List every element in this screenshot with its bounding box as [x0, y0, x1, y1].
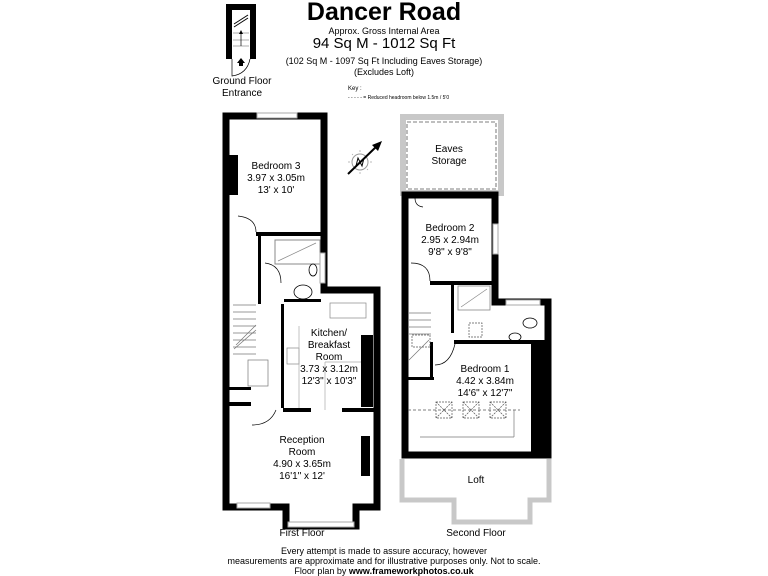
room-dimensions-imperial: 9'8" x 9'8": [428, 247, 472, 258]
room-dimensions-imperial: 16'1" x 12': [279, 471, 325, 482]
room-name-line2: Breakfast: [307, 340, 351, 351]
credit-line: Floor plan by www.frameworkphotos.co.uk: [0, 566, 768, 576]
second-floor-label: Second Floor: [446, 528, 506, 539]
room-label-bedroom-1: Bedroom 1 4.42 x 3.84m 14'6" x 12'7": [440, 364, 530, 400]
room-label-eaves-storage: Eaves Storage: [409, 144, 489, 168]
room-name-line2: Room: [288, 447, 316, 458]
room-label-bedroom-3: Bedroom 3 3.97 x 3.05m 13' x 10': [236, 161, 316, 197]
room-name: Bedroom 1: [460, 364, 510, 375]
room-dimensions-metric: 4.42 x 3.84m: [456, 376, 514, 387]
disclaimer-line1: Every attempt is made to assure accuracy…: [281, 546, 487, 556]
room-dimensions-imperial: 14'6" x 12'7": [457, 388, 513, 399]
first-floor-label: First Floor: [279, 528, 325, 539]
credit-prefix: Floor plan by: [294, 566, 349, 576]
room-dimensions-metric: 3.73 x 3.12m: [300, 364, 358, 375]
ground-floor-entrance-plan: [226, 4, 256, 77]
area-subtitle: Approx. Gross Internal Area: [328, 26, 440, 36]
area-value: 94 Sq M - 1012 Sq Ft: [312, 35, 456, 52]
ground-floor-label-line1: Ground Floor: [212, 76, 272, 87]
page-title: Dancer Road: [306, 0, 462, 26]
north-compass-icon: [347, 141, 382, 175]
room-label-loft: Loft: [467, 475, 485, 486]
room-name: Bedroom 3: [251, 161, 301, 172]
room-name-line1: Reception: [279, 435, 325, 446]
room-dimensions-metric: 4.90 x 3.65m: [273, 459, 331, 470]
room-name-line3: Room: [315, 352, 343, 363]
room-name-line1: Kitchen/: [310, 328, 348, 339]
room-name: Bedroom 2: [425, 223, 475, 234]
key-item-reduced-headroom: - - - - - = Reduced headroom below 1.5m …: [348, 95, 450, 101]
room-dimensions-imperial: 13' x 10': [257, 185, 295, 196]
room-dimensions-imperial: 12'3" x 10'3": [301, 376, 357, 387]
disclaimer-line2: measurements are approximate and for ill…: [227, 556, 541, 566]
area-including-eaves: (102 Sq M - 1097 Sq Ft Including Eaves S…: [285, 56, 483, 66]
first-floor-plan: [222, 112, 381, 530]
room-label-bedroom-2: Bedroom 2 2.95 x 2.94m 9'8" x 9'8": [410, 223, 490, 259]
room-dimensions-metric: 2.95 x 2.94m: [421, 235, 479, 246]
credit-link[interactable]: www.frameworkphotos.co.uk: [348, 566, 474, 576]
ground-floor-label-line2: Entrance: [221, 88, 263, 99]
room-name-line2: Storage: [431, 156, 467, 167]
key-label: Key :: [348, 86, 362, 92]
disclaimer-footer: Every attempt is made to assure accuracy…: [0, 546, 768, 576]
room-dimensions-metric: 3.97 x 3.05m: [247, 173, 305, 184]
second-floor-plan: [399, 114, 552, 525]
room-label-reception: Reception Room 4.90 x 3.65m 16'1" x 12': [262, 435, 342, 483]
room-label-kitchen: Kitchen/ Breakfast Room 3.73 x 3.12m 12'…: [289, 328, 369, 388]
area-excludes-note: (Excludes Loft): [353, 67, 415, 77]
room-name-line1: Eaves: [435, 144, 463, 155]
ground-floor-entrance-label: Ground Floor Entrance: [202, 76, 282, 100]
